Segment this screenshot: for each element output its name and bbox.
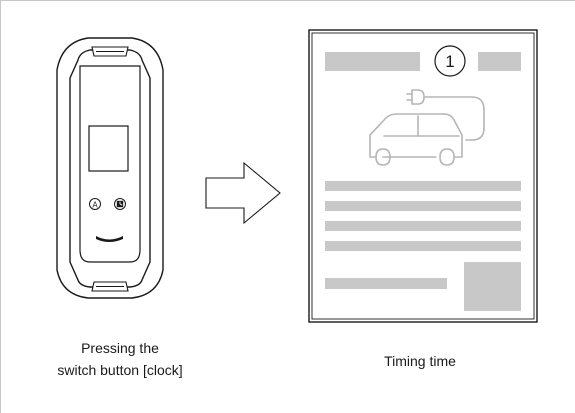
car-wheel-front <box>375 148 391 166</box>
caption-left: Pressing the switch button [clock] <box>20 337 220 381</box>
step-number-badge <box>434 45 466 77</box>
footer-placeholder-block <box>464 262 521 311</box>
caption-right-text: Timing time <box>384 353 456 369</box>
device-status-bar <box>96 236 123 242</box>
device-display <box>88 125 129 172</box>
timing-document: 1 <box>308 29 538 323</box>
content-placeholder-bar <box>325 201 521 211</box>
header-placeholder-bar <box>325 52 420 71</box>
car-body-outline <box>369 113 463 158</box>
charger-device: A <box>56 37 164 299</box>
step-number-label: 1 <box>445 52 454 71</box>
footer-placeholder-bar <box>325 278 447 289</box>
right-arrow-icon <box>205 161 281 225</box>
header-right-placeholder <box>478 52 521 71</box>
clock-icon-hand-minute <box>119 203 123 206</box>
device-button-a-label: A <box>92 200 98 209</box>
caption-left-line2: switch button [clock] <box>57 362 183 378</box>
caption-left-line1: Pressing the <box>81 340 159 356</box>
car-wheel-rear <box>439 148 455 166</box>
device-button-a <box>89 198 101 210</box>
content-placeholder-bar <box>325 221 521 231</box>
content-placeholder-bar <box>325 181 521 191</box>
car-charging-icon <box>369 89 485 166</box>
content-placeholder-bar <box>325 241 521 251</box>
charging-cable <box>430 96 485 141</box>
caption-right: Timing time <box>320 350 520 372</box>
